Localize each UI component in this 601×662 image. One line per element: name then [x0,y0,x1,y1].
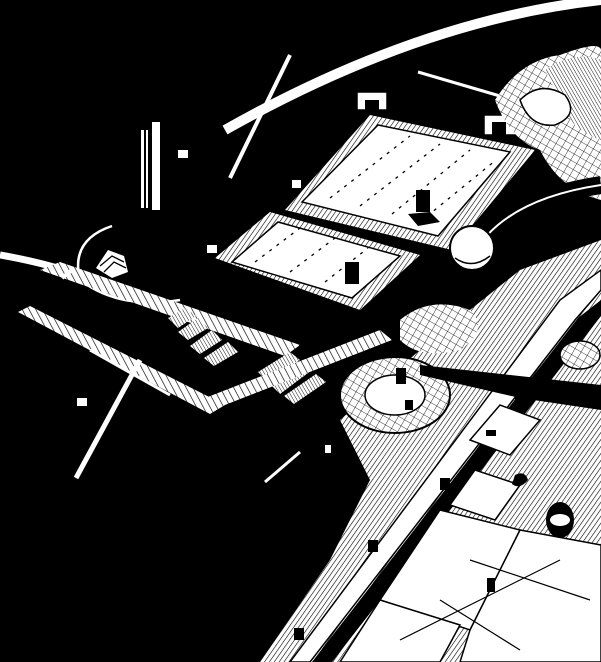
floating-block-4 [77,398,87,406]
floating-block-1 [178,150,188,158]
pier-stroke-c [264,450,301,484]
jetty-fingers-upper [168,308,238,366]
lower-cross-stroke-a [73,358,143,480]
central-pier [200,330,392,410]
main-avenue [289,269,601,662]
boardwalk-upper [40,262,300,356]
circular-plaza-center [364,374,426,416]
garden-grove [545,56,601,140]
plaza-monument [396,368,406,384]
upper-plaza-roof [300,124,512,237]
garden-pond [519,87,572,127]
avenue-pavilions [290,235,550,640]
floating-block-3 [207,245,217,253]
embankment-bar [420,365,601,410]
round-garden-right [559,340,601,370]
gate-tower-left [356,91,388,111]
orbital-arc [222,0,601,135]
floating-block-2 [292,180,301,188]
boardwalk-lower [18,306,225,414]
lower-plaza-tower [345,262,359,284]
sports-courts [448,404,542,521]
arc-spur-line [417,70,501,98]
sphere-pavilion [449,225,495,271]
node-mark [60,268,74,280]
crossing-stroke-b [227,90,293,130]
crossing-stroke-a [228,54,292,179]
obelisk-a-shadow [144,130,146,208]
oval-lawn [400,304,478,354]
city-grid [339,509,601,662]
upper-plaza-tower [416,190,430,212]
lower-cross-stroke-b [89,348,171,397]
obelisk-b [152,122,160,210]
